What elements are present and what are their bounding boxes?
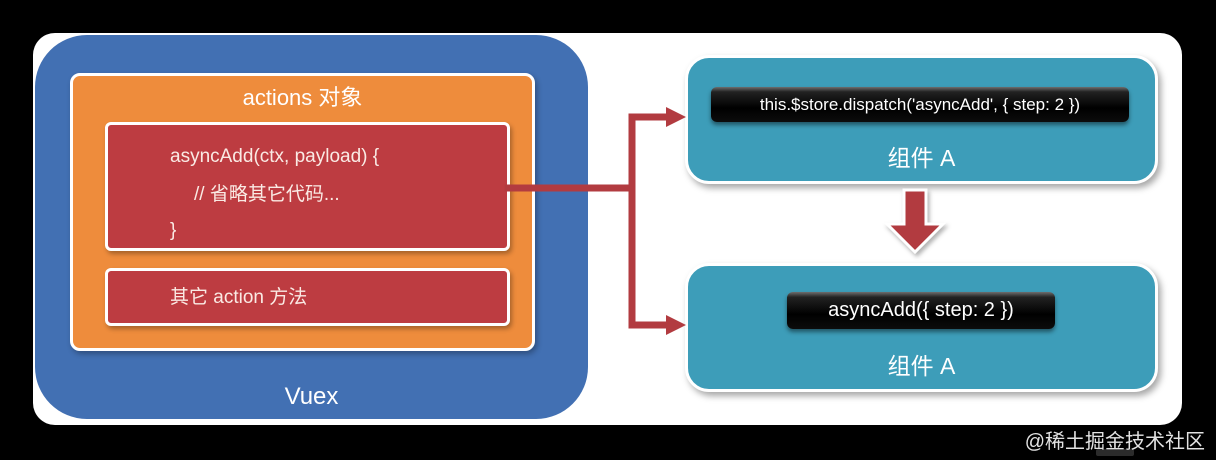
actions-object-title: actions 对象 [242, 85, 363, 110]
watermark-smudge [1096, 449, 1134, 456]
component-a-top-label: 组件 A [887, 145, 956, 171]
async-add-code-line-3: } [170, 220, 177, 241]
async-add-code-line-1: asyncAdd(ctx, payload) { [170, 146, 380, 167]
other-actions-box [105, 268, 510, 326]
async-add-code-line-2: // 省略其它代码... [194, 184, 340, 205]
other-actions-label: 其它 action 方法 [170, 287, 308, 308]
watermark: @稀土掘金技术社区 [1024, 431, 1205, 453]
vuex-label: Vuex [284, 383, 339, 410]
async-add-call-pill: asyncAdd({ step: 2 }) [787, 292, 1055, 329]
component-a-bottom-label: 组件 A [887, 353, 956, 379]
dispatch-code-pill: this.$store.dispatch('asyncAdd', { step:… [711, 87, 1129, 122]
